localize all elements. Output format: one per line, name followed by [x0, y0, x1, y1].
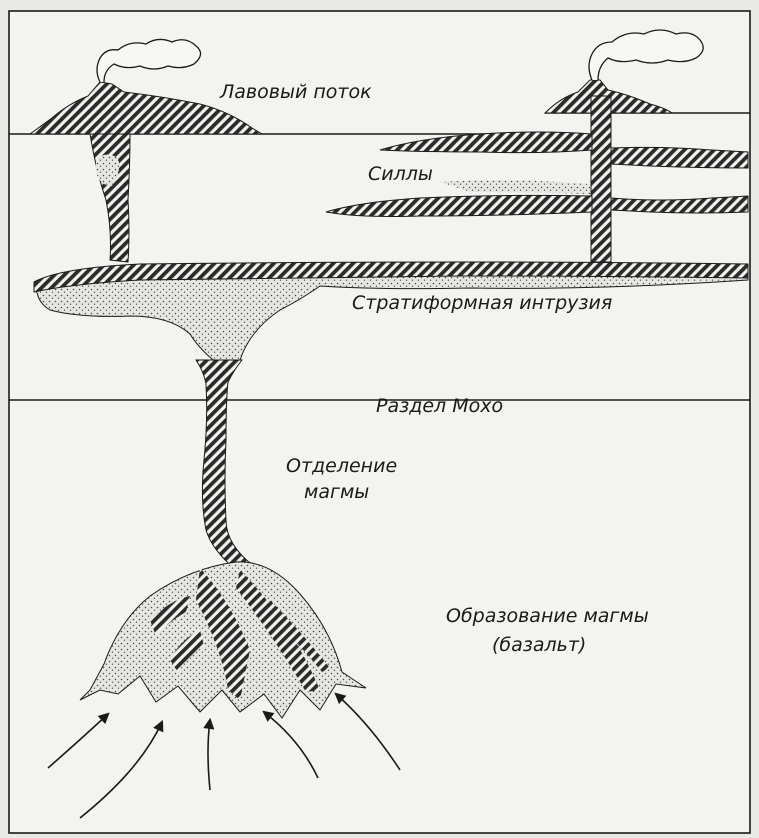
- label-stratiform-intrusion: Стратиформная интрузия: [352, 292, 612, 314]
- label-magma-formation-2: (базальт): [492, 634, 586, 656]
- feeder-right: [591, 96, 611, 262]
- label-magma-separation-1: Отделение: [286, 455, 397, 477]
- sill-right-upper: [611, 147, 748, 168]
- label-lava-flow: Лавовый поток: [219, 81, 372, 103]
- label-magma-formation-1: Образование магмы: [446, 605, 649, 627]
- label-sills: Силлы: [368, 163, 433, 185]
- label-magma-separation-2: магмы: [304, 481, 369, 503]
- label-moho: Раздел Мохо: [376, 395, 503, 417]
